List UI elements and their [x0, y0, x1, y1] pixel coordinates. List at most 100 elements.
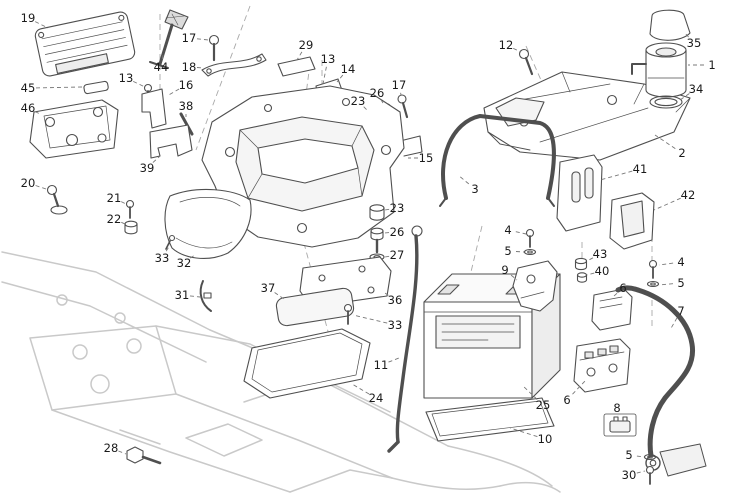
leader-line-17: [196, 38, 210, 41]
callout-24: 24: [369, 391, 384, 405]
callout-6: 6: [563, 393, 570, 407]
leader-line-4: [658, 262, 674, 266]
callout-37: 37: [261, 281, 276, 295]
pin-part38: [179, 112, 194, 136]
strap-rod-part3: [439, 114, 556, 207]
leader-line-12: [513, 47, 522, 53]
leader-line-34: [679, 93, 690, 101]
leader-line-3: [457, 174, 470, 185]
bracket-part46: [29, 99, 119, 159]
callout-29: 29: [299, 38, 314, 52]
battery-part25: [423, 273, 561, 399]
leader-line-4: [515, 231, 527, 235]
callout-44: 44: [154, 60, 169, 74]
callout-14: 14: [341, 62, 356, 76]
control-unit-part19: [34, 11, 136, 77]
callout-5: 5: [677, 276, 684, 290]
callout-22: 22: [107, 212, 122, 226]
pad-part10: [425, 397, 555, 442]
bracket-part41: [556, 154, 603, 232]
callout-33: 33: [155, 251, 170, 265]
callout-46: 46: [21, 101, 36, 115]
washer-part5b: [646, 280, 660, 288]
bracket-part16: [141, 88, 167, 129]
leader-line-45: [35, 86, 83, 89]
cap-part35: [649, 9, 691, 41]
leader-line-7: [669, 317, 678, 331]
screw-part33b: [343, 303, 353, 325]
parts: [29, 9, 707, 485]
callout-1: 1: [708, 58, 715, 72]
screw-part4a: [525, 228, 535, 248]
leader-line-23: [363, 106, 368, 111]
callout-8: 8: [613, 401, 620, 415]
plate-part29: [277, 56, 316, 77]
mount-part43: [574, 257, 588, 271]
canister-part1: [631, 42, 687, 98]
callout-33: 33: [388, 318, 403, 332]
leader-line-5: [515, 251, 525, 253]
callout-17: 17: [392, 78, 407, 92]
leader-line-13: [322, 66, 327, 85]
rivet-part33a: [165, 234, 176, 250]
callout-32: 32: [177, 256, 192, 270]
leader-line-6: [613, 292, 618, 297]
leader-line-32: [190, 253, 197, 259]
screw-part12: [518, 48, 534, 76]
leader-line-24: [351, 383, 370, 395]
relay-part6a: [591, 288, 633, 331]
leader-line-5: [636, 455, 645, 458]
callout-26: 26: [390, 225, 405, 239]
positive-cable-part7: [615, 285, 707, 477]
negative-cable-part11: [387, 225, 423, 453]
leader-line-10: [509, 427, 538, 438]
callout-40: 40: [595, 264, 610, 278]
leader-line-44: [161, 54, 164, 60]
leader-line-42: [653, 197, 681, 211]
callout-15: 15: [419, 151, 434, 165]
leader-line-39: [152, 155, 161, 163]
callout-3: 3: [471, 182, 478, 196]
washer-part5c: [643, 453, 657, 461]
leader-line-30: [636, 470, 646, 474]
bolt-part28: [126, 446, 162, 465]
callout-23: 23: [390, 201, 405, 215]
callout-20: 20: [21, 176, 36, 190]
leader-line-43: [586, 257, 594, 262]
callout-34: 34: [689, 82, 704, 96]
callout-17: 17: [182, 31, 197, 45]
leader-line-29: [296, 51, 303, 61]
leader-lines: [34, 21, 704, 474]
screw-part20: [46, 184, 68, 215]
callout-23: 23: [351, 94, 366, 108]
screw-part4b: [648, 259, 658, 279]
leader-line-16: [166, 88, 180, 97]
grommet-part22: [124, 220, 138, 235]
callout-19: 19: [21, 11, 36, 25]
callout-25: 25: [536, 398, 551, 412]
callout-5: 5: [625, 448, 632, 462]
callout-2: 2: [678, 146, 685, 160]
leader-line-22: [121, 221, 126, 225]
callout-4: 4: [677, 255, 684, 269]
fuse-part8: [603, 413, 637, 437]
callout-21: 21: [107, 191, 122, 205]
callout-41: 41: [633, 162, 648, 176]
callout-16: 16: [179, 78, 194, 92]
mat-part24: [243, 328, 371, 399]
leader-line-41: [599, 170, 633, 181]
callout-13: 13: [321, 52, 336, 66]
bracket-part39: [149, 124, 193, 159]
tie-part31: [199, 280, 212, 312]
spacer-part40: [576, 272, 588, 283]
leader-line-18: [196, 67, 205, 69]
leader-line-31: [189, 295, 201, 298]
oring-part34: [649, 95, 683, 109]
leader-line-35: [683, 31, 689, 38]
leader-line-19: [34, 21, 49, 29]
leader-line-20: [35, 185, 47, 190]
battery-tray-part15: [199, 85, 423, 248]
